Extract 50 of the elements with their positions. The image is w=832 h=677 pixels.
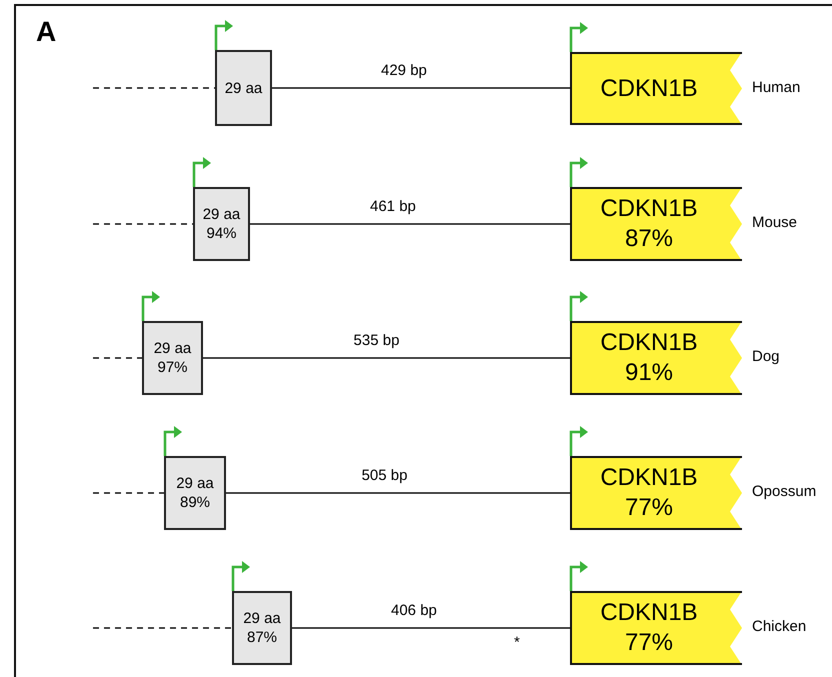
gene-box	[570, 591, 742, 665]
connector-line	[292, 627, 570, 629]
identity-percent: 89%	[180, 493, 210, 512]
identity-percent: 97%	[157, 358, 188, 377]
edge-label: 535 bp	[354, 332, 400, 349]
identity-percent: 87%	[246, 628, 278, 647]
edge-label: 461 bp	[370, 198, 416, 215]
dashed-line	[93, 357, 142, 359]
dashed-line	[93, 87, 215, 89]
dashed-line	[93, 627, 232, 629]
gene-name: CDKN1B	[600, 598, 698, 628]
gene-box	[570, 52, 742, 125]
gene-name: CDKN1B	[600, 328, 698, 358]
connector-line	[203, 357, 570, 359]
connector-line	[226, 492, 570, 494]
identity-percent: 91%	[624, 358, 674, 388]
gene-name: CDKN1B	[600, 463, 698, 493]
identity-percent: 77%	[624, 628, 674, 658]
species-label: Dog	[752, 348, 780, 365]
identity-percent: 77%	[624, 493, 674, 523]
connector-line	[250, 223, 570, 225]
gene-box	[570, 187, 742, 261]
species-label: Mouse	[752, 214, 798, 231]
edge-label: 406 bp	[391, 602, 437, 619]
species-label: Opossum	[752, 483, 816, 500]
exon-box	[193, 187, 250, 261]
exon-box	[232, 591, 292, 665]
dashed-line	[93, 492, 164, 494]
length-label: 29 aa	[176, 474, 214, 493]
edge-label: 429 bp	[381, 62, 427, 79]
connector-line	[272, 87, 570, 89]
exon-box	[142, 321, 203, 395]
panel-label: A	[36, 16, 56, 48]
species-label: Human	[752, 78, 800, 96]
gene-box	[570, 321, 742, 395]
length-label: 29 aa	[243, 609, 281, 628]
identity-percent: 94%	[206, 224, 237, 243]
identity-percent: 87%	[624, 224, 674, 254]
exon-box	[164, 456, 226, 530]
length-label: 29 aa	[202, 205, 240, 224]
edge-label: 505 bp	[362, 467, 408, 484]
gene-name: CDKN1B	[600, 194, 698, 224]
dashed-line	[93, 223, 193, 225]
footnote-mark: *	[514, 634, 520, 651]
gene-box	[570, 456, 742, 530]
length-label: 29 aa	[154, 339, 192, 358]
species-label: Chicken	[752, 618, 806, 635]
exon-box	[215, 50, 272, 126]
length-label: 29 aa	[224, 78, 262, 98]
gene-name: CDKN1B	[600, 74, 698, 104]
